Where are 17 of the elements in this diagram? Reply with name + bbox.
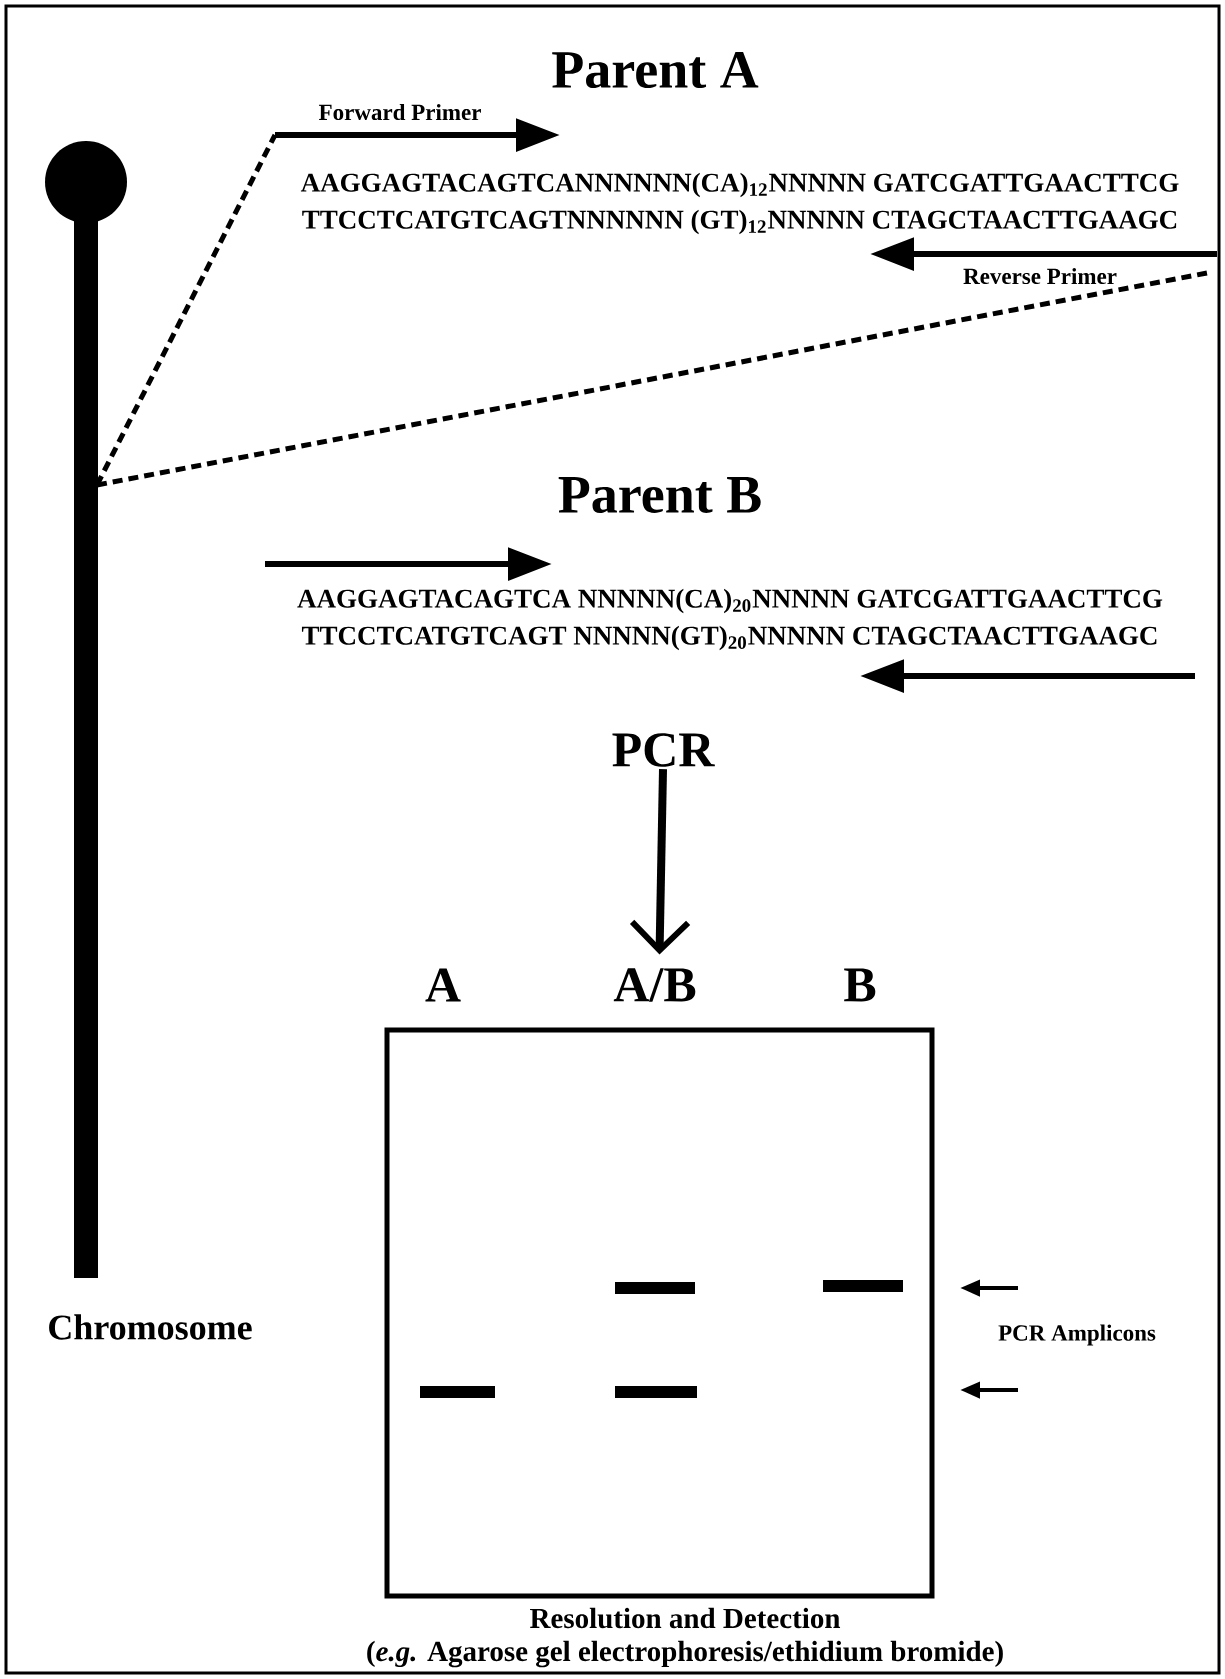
primer-label: Reverse Primer	[961, 267, 1119, 285]
heading: Parent A	[549, 51, 761, 89]
gel-caption: (e.g. Agarose gel electrophoresis/ethidium bromide)	[367, 1640, 1003, 1668]
sequence: AAGGAGTACAGTCANNNNNN(CA)$_{12}$NNNNN GATCGATTGAACTTCG	[298, 172, 1182, 198]
heading: Parent B	[555, 477, 765, 513]
step-label: PCR	[612, 733, 715, 767]
node-label: A	[425, 968, 461, 1002]
node-label: A/B	[613, 968, 696, 1002]
sequence: TTCCTCATGTCAGTNNNNNN (GT)$_{12}$NNNNN CTAGCTAACTTGAAGC	[299, 209, 1181, 235]
annotation: PCR Amplicons	[996, 1324, 1158, 1346]
gel-caption: Resolution and Detection	[530, 1607, 841, 1629]
primer-label: Forward Primer	[316, 103, 484, 121]
chromosome-label: Chromosome	[45, 1314, 255, 1340]
sequence: AAGGAGTACAGTCA NNNNN(CA)$_{20}$NNNNN GATCGATTGAACTTCG	[295, 588, 1165, 614]
node-label: B	[844, 968, 876, 1002]
sequence: TTCCTCATGTCAGT NNNNN(GT)$_{20}$NNNNN CTAGCTAACTTGAAGC	[299, 625, 1161, 651]
gel-drawing: A A/B B	[384, 968, 935, 1599]
